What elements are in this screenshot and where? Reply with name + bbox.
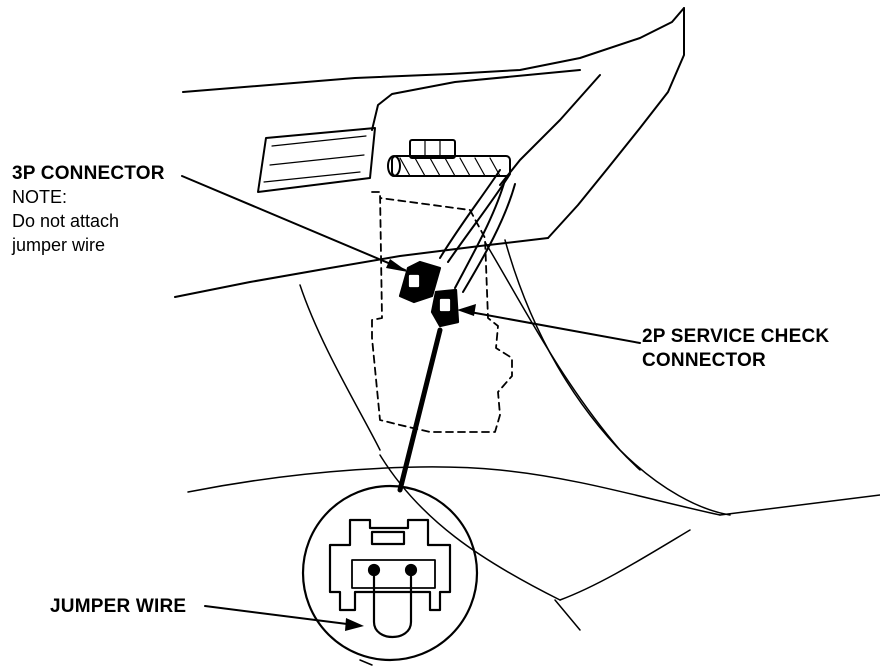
service-check-label-line2: CONNECTOR xyxy=(642,350,766,371)
detail-circle xyxy=(301,484,479,662)
3p-connector-note-heading: NOTE: xyxy=(12,187,68,207)
wiring-harness xyxy=(387,139,516,293)
service-check-label-line1: 2P SERVICE CHECK xyxy=(642,326,830,347)
3p-connector-drawing xyxy=(398,260,442,304)
dashed-panel xyxy=(371,191,513,433)
3p-connector-note-line1: Do not attach xyxy=(12,211,120,231)
3p-connector-note-line2: jumper wire xyxy=(12,235,106,255)
jumper-wire-label: JUMPER WIRE xyxy=(50,596,187,617)
lower-dash xyxy=(187,239,880,666)
leader-lines xyxy=(181,175,641,626)
air-vent xyxy=(257,127,376,193)
dashboard-outline xyxy=(174,7,685,298)
arrowheads xyxy=(345,259,476,631)
3p-connector-label: 3P CONNECTOR xyxy=(12,163,165,184)
2p-connector-drawing xyxy=(430,288,460,328)
